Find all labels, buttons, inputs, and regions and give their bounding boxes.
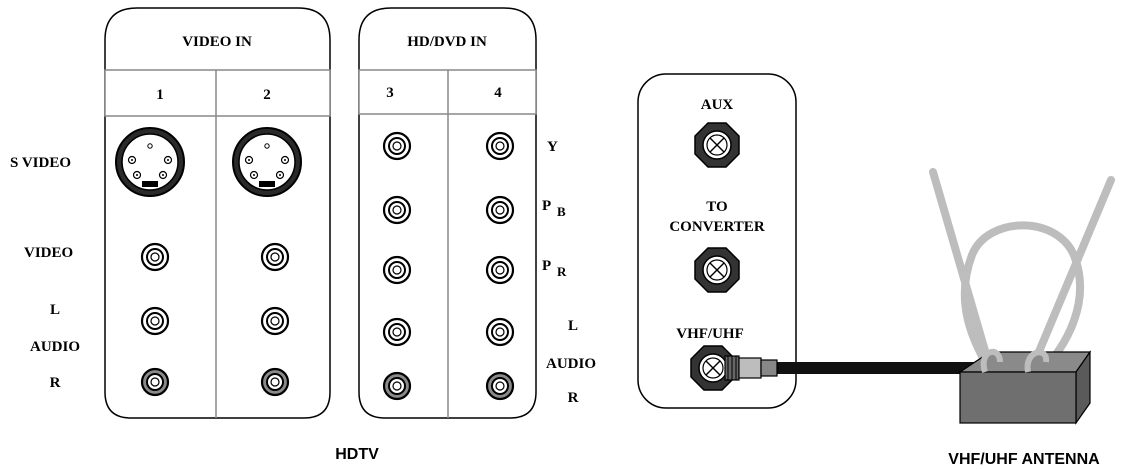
audio-r-jack-1 <box>140 367 170 397</box>
caption-antenna: VHF/UHF ANTENNA <box>948 451 1100 468</box>
pr-jack-4 <box>485 255 515 285</box>
label-aux: AUX <box>701 97 734 113</box>
svideo-jack-1 <box>115 127 185 197</box>
video-in-title: VIDEO IN <box>182 34 252 50</box>
label-audio-l-right: L <box>568 318 578 334</box>
video-in-panel: VIDEO IN 1 2 <box>104 7 331 419</box>
label-to: TO <box>706 199 727 215</box>
pr-jack-3 <box>382 255 412 285</box>
label-pr-p: P <box>542 258 551 274</box>
column-label-2: 2 <box>263 87 271 103</box>
hd-dvd-in-panel: HD/DVD IN 3 4 <box>358 7 537 419</box>
label-vhf-uhf: VHF/UHF <box>676 326 744 342</box>
audio-l-jack-2 <box>260 306 290 336</box>
coax-cable <box>724 355 976 381</box>
column-label-1: 1 <box>156 87 164 103</box>
video-jack-1 <box>140 242 170 272</box>
audio-r-jack-2 <box>260 367 290 397</box>
label-video: VIDEO <box>24 245 73 261</box>
video-jack-2 <box>260 242 290 272</box>
audio-r-jack-3 <box>382 371 412 401</box>
audio-l-jack-1 <box>140 306 170 336</box>
left-row-labels: S VIDEO VIDEO L AUDIO R <box>10 155 80 391</box>
svideo-jack-2 <box>232 127 302 197</box>
label-converter: CONVERTER <box>669 219 764 235</box>
label-pr-sub: R <box>557 264 567 279</box>
audio-r-jack-4 <box>485 371 515 401</box>
audio-l-jack-4 <box>485 317 515 347</box>
converter-coax-jack <box>694 247 740 293</box>
label-pb-p: P <box>542 198 551 214</box>
label-y: Y <box>547 139 558 155</box>
column-label-3: 3 <box>386 85 394 101</box>
label-audio-r-left: R <box>50 375 61 391</box>
label-audio-right: AUDIO <box>546 356 596 372</box>
label-audio-r-right: R <box>568 390 579 406</box>
column-label-4: 4 <box>494 85 502 101</box>
label-audio-l-left: L <box>50 302 60 318</box>
aux-coax-jack <box>694 122 740 168</box>
antenna-input-panel: AUX TO CONVERTER VHF/UHF <box>637 73 797 409</box>
label-pb-sub: B <box>557 204 566 219</box>
label-audio-left: AUDIO <box>30 339 80 355</box>
y-jack-4 <box>485 131 515 161</box>
audio-l-jack-3 <box>382 317 412 347</box>
antenna <box>929 168 1115 425</box>
right-row-labels: Y P B P R L AUDIO R <box>542 139 596 406</box>
pb-jack-3 <box>382 195 412 225</box>
pb-jack-4 <box>485 195 515 225</box>
y-jack-3 <box>382 131 412 161</box>
label-s-video: S VIDEO <box>10 155 71 171</box>
hd-dvd-title: HD/DVD IN <box>407 34 487 50</box>
caption-hdtv: HDTV <box>335 446 379 463</box>
